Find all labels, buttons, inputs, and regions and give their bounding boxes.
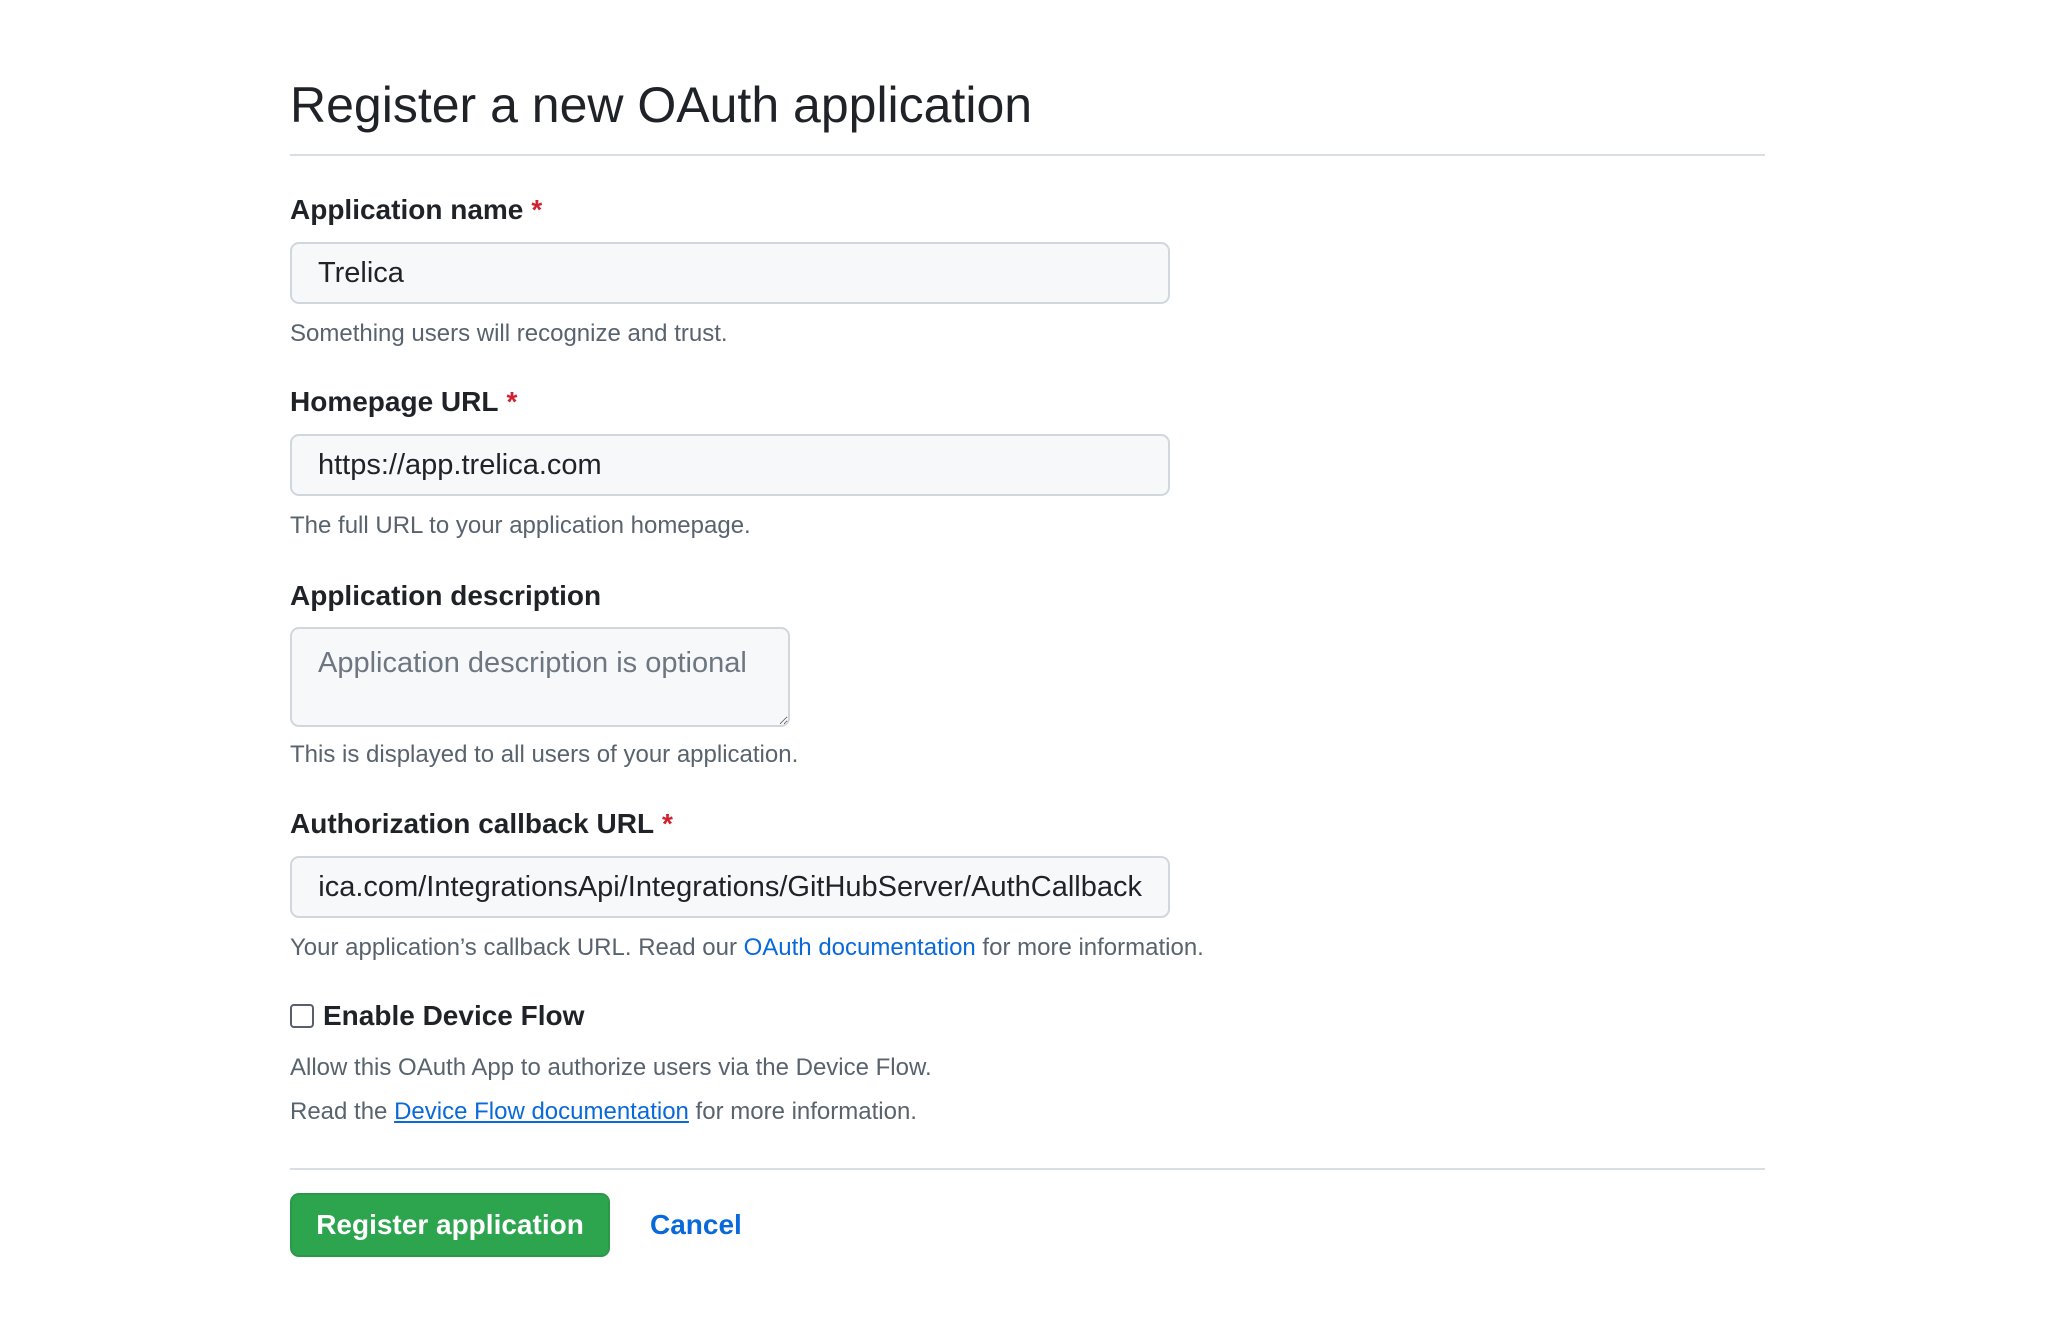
app-name-input[interactable]	[290, 242, 1170, 304]
page-title: Register a new OAuth application	[290, 77, 1033, 133]
device-flow-label[interactable]: Enable Device Flow	[323, 1000, 585, 1031]
description-label-text: Application description	[290, 580, 602, 611]
app-name-label: Application name*	[290, 192, 542, 228]
title-divider	[290, 154, 1765, 156]
device-flow-help-suffix: for more information.	[688, 1098, 917, 1125]
device-flow-row: Enable Device Flow	[290, 996, 584, 1036]
callback-url-label: Authorization callback URL*	[290, 806, 673, 842]
homepage-url-help: The full URL to your application homepag…	[290, 512, 751, 539]
description-help: This is displayed to all users of your a…	[290, 741, 799, 768]
callback-help-prefix: Your application’s callback URL. Read ou…	[290, 934, 744, 961]
homepage-url-input[interactable]	[290, 434, 1170, 496]
required-indicator: *	[662, 808, 673, 839]
register-application-button[interactable]: Register application	[290, 1193, 610, 1257]
callback-url-help: Your application’s callback URL. Read ou…	[290, 932, 1204, 964]
description-textarea[interactable]	[290, 627, 790, 727]
device-flow-help-line2: Read the Device Flow documentation for m…	[290, 1096, 917, 1128]
oauth-documentation-link[interactable]: OAuth documentation	[743, 934, 976, 961]
homepage-url-label: Homepage URL*	[290, 384, 517, 420]
callback-url-input[interactable]	[290, 856, 1170, 918]
required-indicator: *	[531, 194, 543, 225]
device-flow-help-line1: Allow this OAuth App to authorize users …	[290, 1054, 932, 1081]
callback-help-suffix: for more information.	[975, 934, 1204, 961]
device-flow-help-prefix: Read the	[290, 1098, 395, 1125]
required-indicator: *	[506, 386, 518, 417]
app-name-label-text: Application name	[290, 194, 524, 225]
description-label: Application description	[290, 578, 601, 614]
device-flow-documentation-link[interactable]: Device Flow documentation	[394, 1098, 689, 1125]
cancel-link[interactable]: Cancel	[650, 1209, 742, 1240]
app-name-help: Something users will recognize and trust…	[290, 320, 728, 347]
actions-divider	[290, 1168, 1765, 1170]
homepage-url-label-text: Homepage URL	[290, 386, 499, 417]
device-flow-checkbox[interactable]	[290, 1004, 314, 1028]
callback-url-label-text: Authorization callback URL	[290, 808, 655, 839]
